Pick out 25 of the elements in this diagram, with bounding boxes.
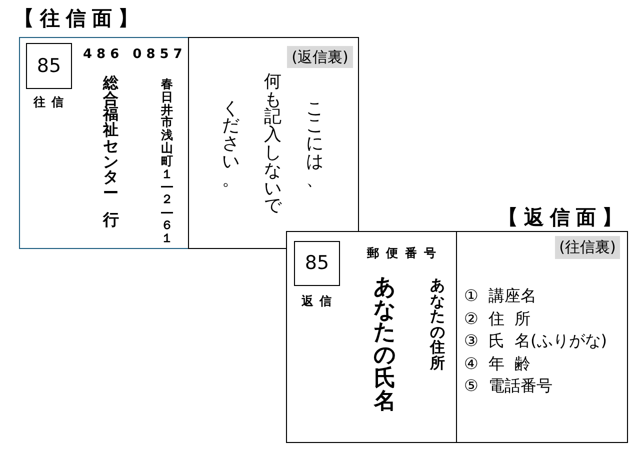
instruction-text: ここには、何も記入しないでください。	[221, 72, 325, 218]
form-item: ④ 年 齢	[464, 352, 532, 374]
form-item: ① 講座名	[464, 285, 538, 307]
reverse-panel	[188, 37, 359, 249]
address-panel	[286, 231, 457, 443]
side-tag: (往信裏)	[555, 236, 620, 259]
form-item: ⑤ 電話番号	[464, 375, 554, 397]
side-tag: (返信裏)	[287, 46, 353, 68]
postal-code-heading: 郵便番号	[367, 245, 444, 262]
recipient-name: 総合福祉センター	[102, 76, 120, 204]
section-heading: 【往信面】	[14, 5, 145, 32]
honorific-text: 行	[102, 211, 120, 231]
postage-stamp-box: 85	[294, 241, 340, 286]
address-panel	[19, 37, 189, 249]
section-heading: 【返信面】	[497, 204, 628, 231]
postage-stamp-box: 85	[26, 43, 72, 89]
stamp-caption: 返信	[300, 293, 338, 309]
reply-name-text: あなたの氏名	[372, 277, 398, 415]
form-item: ③ 氏 名(ふりがな)	[464, 330, 608, 352]
reply-address-text: あなたの住所	[428, 278, 446, 372]
stamp-caption: 往信	[32, 94, 70, 110]
reverse-panel	[456, 231, 628, 443]
form-item: ② 住 所	[464, 308, 532, 330]
postal-code: 486 0857	[83, 46, 187, 64]
address-text: 春日井市浅山町１―２―６１	[160, 78, 174, 246]
